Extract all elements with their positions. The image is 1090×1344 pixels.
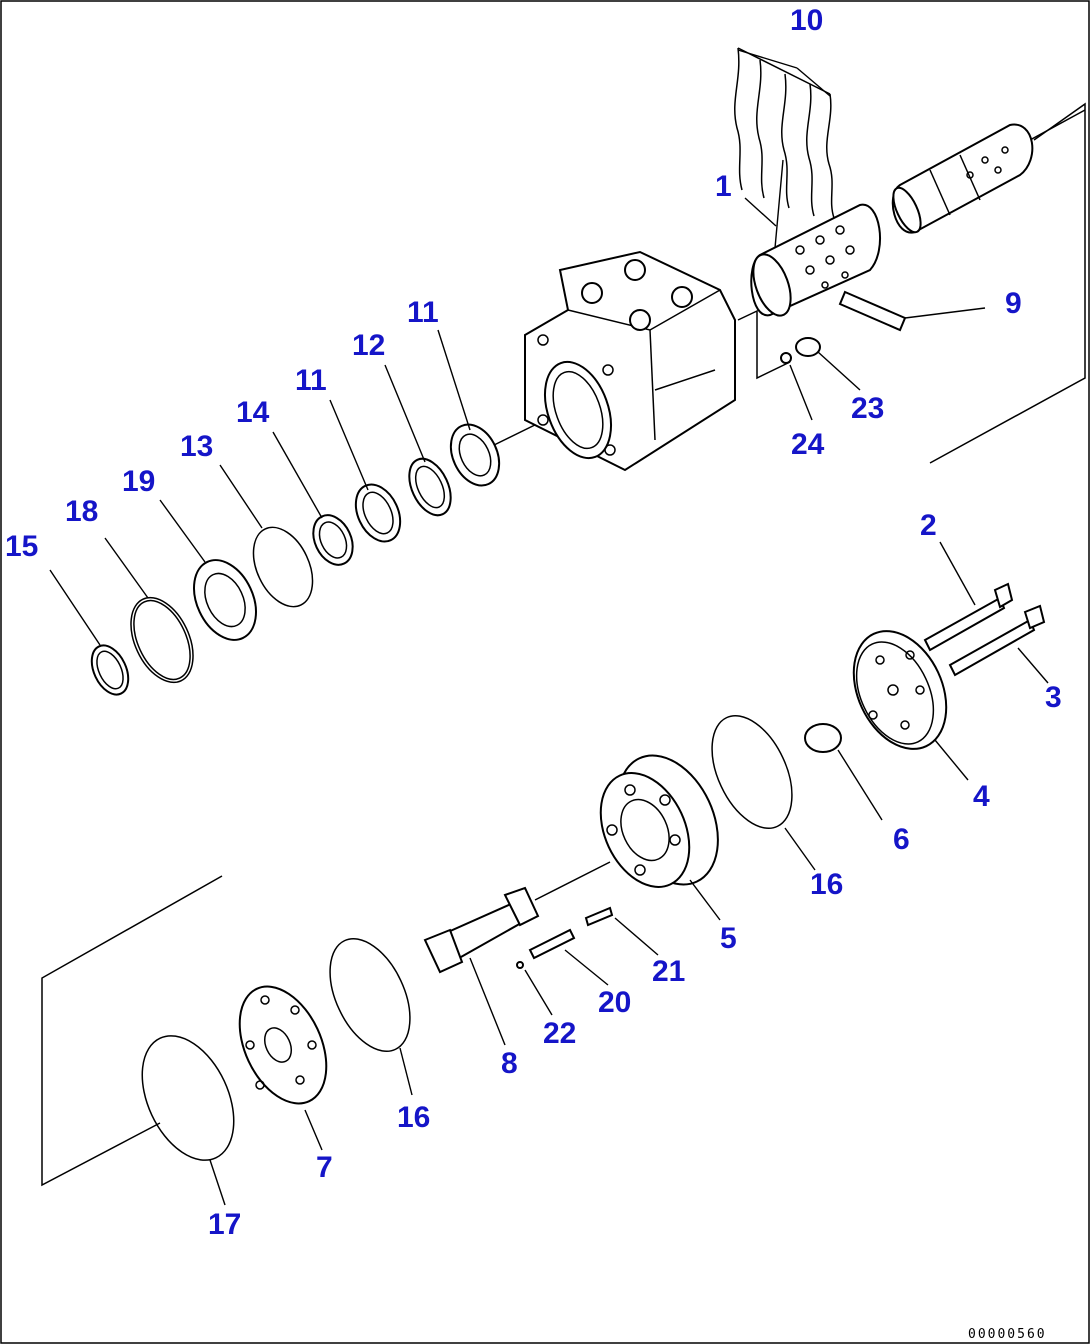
dust-seal-19	[193, 559, 257, 641]
check-ball-seat	[795, 337, 821, 357]
o-ring-17	[141, 1035, 235, 1161]
callout-21: 21	[652, 955, 685, 988]
callout-19: 19	[122, 465, 155, 498]
cross-pin	[838, 290, 907, 332]
spacer-plate	[238, 985, 328, 1105]
callout-9: 9	[1005, 287, 1022, 320]
o-ring-13	[252, 526, 314, 608]
ring-14	[312, 514, 354, 566]
valve-housing	[524, 250, 736, 472]
callout-10: 10	[790, 4, 823, 37]
ball-22	[516, 961, 524, 969]
callout-16-upper: 16	[810, 868, 843, 901]
callout-2: 2	[920, 509, 937, 542]
callout-18: 18	[65, 495, 98, 528]
drawing-code: 00000560	[968, 1327, 1047, 1342]
callout-24: 24	[791, 428, 825, 461]
ring-11-lower	[354, 483, 402, 543]
bolt-2	[923, 582, 1014, 652]
spool-sleeve	[750, 203, 882, 317]
retaining-ring-15	[90, 644, 130, 696]
spool	[891, 123, 1034, 234]
o-ring-16-lower	[329, 938, 411, 1052]
callout-4: 4	[973, 780, 990, 813]
leader-lines	[49, 49, 1049, 1206]
callout-5: 5	[720, 922, 737, 955]
drive-shaft	[423, 886, 540, 974]
section-bracket-upper	[929, 102, 1086, 464]
ring-12	[408, 457, 452, 517]
callout-22: 22	[543, 1017, 576, 1050]
assembly-axis-middle	[534, 861, 611, 901]
callout-1: 1	[715, 170, 732, 203]
plug	[804, 723, 842, 753]
o-ring-16-upper	[711, 715, 793, 829]
bolt-20	[528, 928, 576, 960]
assembly-axis-right	[1029, 109, 1086, 141]
ring-11-upper	[449, 423, 501, 487]
bolt-3	[948, 604, 1046, 677]
callout-12: 12	[352, 329, 385, 362]
section-bracket-lower	[41, 875, 223, 1187]
callout-11-upper: 11	[407, 296, 439, 329]
callout-7: 7	[316, 1151, 333, 1184]
callout-labels: 1 2 3 4 5 6 7 8 9 10 11 11 12 13 14 15 1…	[5, 4, 1062, 1241]
gerotor-set	[599, 754, 719, 888]
callout-17: 17	[208, 1208, 241, 1241]
callout-15: 15	[5, 530, 38, 563]
callout-3: 3	[1045, 681, 1062, 714]
end-cap	[852, 630, 948, 750]
o-ring-18	[130, 596, 194, 684]
washer-21	[584, 906, 614, 927]
axis-bracket-23-24	[737, 309, 791, 380]
callout-6: 6	[893, 823, 910, 856]
callout-23: 23	[851, 392, 884, 425]
callout-11-lower: 11	[295, 364, 327, 397]
callout-14: 14	[236, 396, 270, 429]
callout-16-lower: 16	[397, 1101, 430, 1134]
centering-springs	[734, 47, 835, 219]
check-ball	[780, 352, 792, 364]
callout-8: 8	[501, 1047, 518, 1080]
callout-20: 20	[598, 986, 631, 1019]
callout-13: 13	[180, 430, 213, 463]
